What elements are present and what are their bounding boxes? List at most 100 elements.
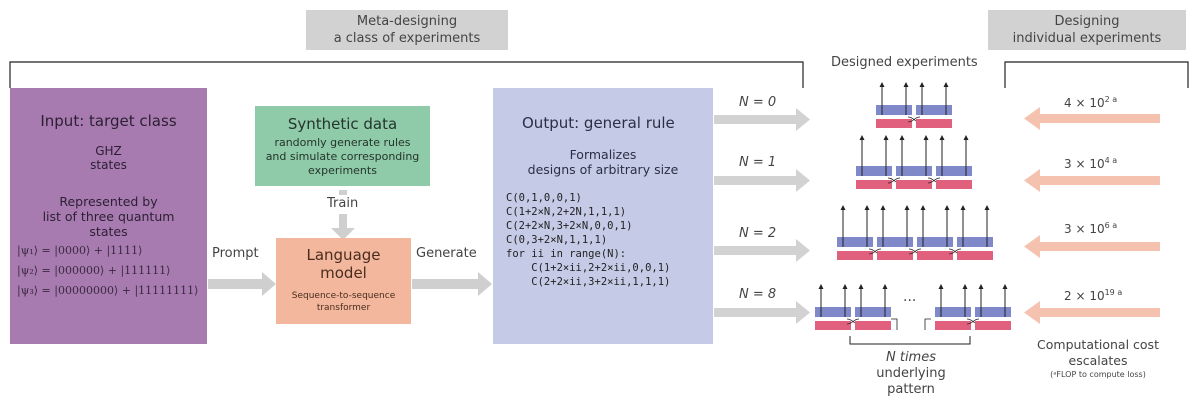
input-title: Input: target class <box>40 112 177 130</box>
cost-value-2: 3 × 104 a <box>1064 156 1117 171</box>
cost-value-1: 4 × 102 a <box>1064 95 1117 110</box>
indiv-header-line1: Designing <box>1054 14 1120 29</box>
cost-footnote: (ᵃFLOP to compute loss) <box>1050 370 1146 379</box>
n0-blue-bar-0 <box>876 105 912 115</box>
n8a-detector-head-0 <box>818 284 824 289</box>
n1-link-b-0 <box>887 177 901 184</box>
n2-detector-head-5 <box>944 205 950 210</box>
n1-detector-head-3 <box>923 135 929 140</box>
output-desc-line1: Formalizes <box>569 147 637 162</box>
designed-experiments-title: Designed experiments <box>831 55 978 70</box>
code-line-7: C(2+2×ii,3+2×ii,1,1,1) <box>506 276 671 288</box>
synthetic-data-box: Synthetic data randomly generate rules a… <box>255 106 430 186</box>
model-title-line1: Language <box>306 246 381 264</box>
n2-blue-bar-0 <box>837 237 873 247</box>
synthetic-line3: experiments <box>308 164 377 177</box>
n-label-8: N = 8 <box>739 287 777 302</box>
n2-pink-bar-3 <box>957 251 993 260</box>
n2-blue-bar-1 <box>877 237 913 247</box>
n8a-link-b-0 <box>846 318 860 325</box>
model-sub-line1: Sequence-to-sequence <box>291 291 396 301</box>
n2-pink-bar-0 <box>837 251 873 260</box>
generate-arrow <box>412 272 492 296</box>
output-title: Output: general rule <box>522 114 675 132</box>
train-arrow <box>331 190 355 240</box>
cost-arrow-2 <box>1024 169 1160 192</box>
n1-detector-head-5 <box>963 135 969 140</box>
n0-pink-bar-0 <box>876 119 912 128</box>
n1-blue-bar-1 <box>896 166 932 176</box>
n2-detector-head-2 <box>880 205 886 210</box>
indiv-header-line2: individual experiments <box>1012 31 1162 46</box>
cost-3-exp: 6 a <box>1104 221 1118 230</box>
n8b-pink-bar-1 <box>975 321 1011 330</box>
meta-header-line2: a class of experiments <box>333 31 481 46</box>
design-ellipsis: ... <box>903 289 917 305</box>
n2-pink-bar-1 <box>877 251 913 260</box>
output-desc-line2: designs of arbitrary size <box>527 162 679 177</box>
n1-pink-bar-0 <box>856 180 892 189</box>
cost-arrow-1 <box>1024 107 1160 130</box>
n-label-2: N = 2 <box>739 226 777 241</box>
n2-blue-bar-2 <box>917 237 953 247</box>
input-rep-line1: Represented by <box>59 194 158 209</box>
cost-2-mantissa: 3 × 10 <box>1064 157 1105 171</box>
n-times-line1: N times <box>885 350 936 365</box>
input-class-line2: states <box>90 158 127 172</box>
input-state-1: |ψ₁⟩ = |0000⟩ + |1111⟩ <box>17 244 143 257</box>
cost-arrow-3 <box>1024 235 1160 258</box>
n8b-detector-head-1 <box>962 284 968 289</box>
cost-2-exp: 4 a <box>1104 156 1118 165</box>
cost-1-exp: 2 a <box>1104 95 1118 104</box>
cost-value-4: 2 × 1019 a <box>1064 288 1122 303</box>
n8a-detector-head-1 <box>842 284 848 289</box>
meta-designing-header: Meta-designing a class of experiments <box>306 10 508 50</box>
model-title-line2: model <box>320 264 367 282</box>
n2-pink-bar-2 <box>917 251 953 260</box>
n8b-detector-head-0 <box>938 284 944 289</box>
n0-link-b-0 <box>907 116 921 123</box>
n2-detector-head-4 <box>920 205 926 210</box>
code-line-6: C(1+2×ii,2+2×ii,0,0,1) <box>506 262 671 274</box>
n8a-pink-bar-0 <box>815 321 851 330</box>
train-label: Train <box>327 196 359 211</box>
n8a-blue-bar-1 <box>855 307 891 317</box>
cost-1-mantissa: 4 × 10 <box>1064 96 1105 110</box>
n1-detector-head-1 <box>883 135 889 140</box>
cost-caption: Computational cost escalates (ᵃFLOP to c… <box>1018 337 1178 380</box>
output-general-rule-box: Output: general rule Formalizes designs … <box>493 88 713 344</box>
n0-detector-head-2 <box>919 82 925 87</box>
output-code: C(0,1,0,0,1) C(1+2×N,2+2N,1,1,1) C(2+2×N… <box>506 191 713 289</box>
cost-4-mantissa: 2 × 10 <box>1064 289 1105 303</box>
n2-detector-head-0 <box>840 205 846 210</box>
input-state-2: |ψ₂⟩ = |000000⟩ + |111111⟩ <box>17 264 171 277</box>
meta-header-line1: Meta-designing <box>356 14 458 29</box>
n-times-brace <box>849 336 971 345</box>
n1-link-b-1 <box>927 177 941 184</box>
cost-caption-line2: escalates <box>1068 353 1128 368</box>
cost-arrow-4 <box>1024 301 1160 324</box>
n0-detector-head-1 <box>903 82 909 87</box>
code-line-2: C(1+2×N,2+2N,1,1,1) <box>506 206 627 218</box>
experiment-diagrams <box>815 82 1011 330</box>
input-target-class-box: Input: target class GHZ states Represent… <box>10 88 207 344</box>
design-arrow-n0 <box>714 108 810 131</box>
synthetic-line2: and simulate corresponding <box>265 150 420 163</box>
individual-designing-header: Designing individual experiments <box>988 10 1186 50</box>
prompt-label: Prompt <box>212 246 259 261</box>
n8b-link-b-0 <box>966 318 980 325</box>
n-times-caption: N times underlying pattern <box>852 350 970 398</box>
n8b-detector-head-2 <box>978 284 984 289</box>
synthetic-title: Synthetic data <box>287 115 398 133</box>
n8a-detector-head-3 <box>882 284 888 289</box>
n1-pink-bar-2 <box>936 180 972 189</box>
n1-blue-bar-0 <box>856 166 892 176</box>
design-arrow-n2 <box>714 239 810 262</box>
n8b-detector-head-3 <box>1002 284 1008 289</box>
design-arrow-n1 <box>714 169 810 192</box>
individual-bracket <box>1004 61 1189 88</box>
n0-detector-head-0 <box>879 82 885 87</box>
n0-pink-bar-1 <box>916 119 952 128</box>
n1-detector-head-4 <box>939 135 945 140</box>
